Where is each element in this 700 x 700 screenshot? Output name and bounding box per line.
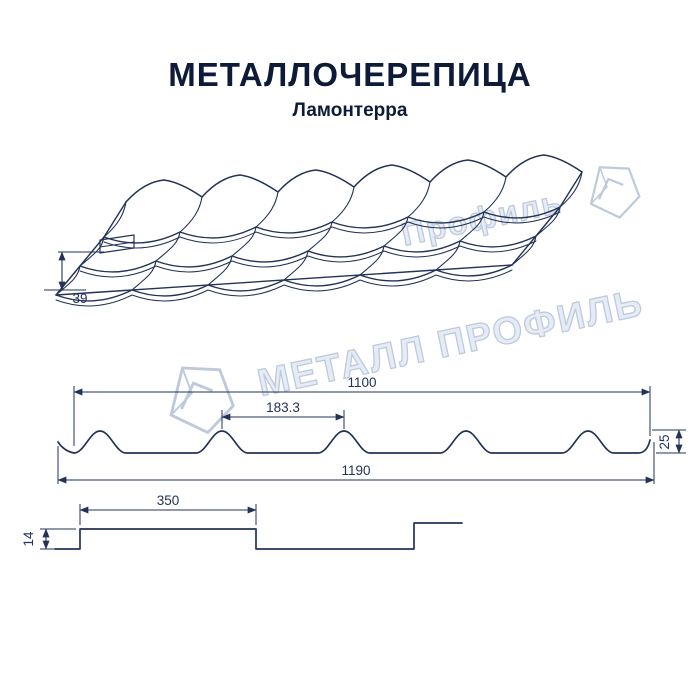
- tile-sheet-line: [103, 201, 127, 238]
- step-profile-path: [54, 522, 463, 550]
- tile-sheet-line: [103, 211, 561, 249]
- tile-sheet-line: [207, 255, 233, 286]
- tile-sheet-line: [179, 196, 203, 233]
- tile-sheet-line: [435, 240, 461, 271]
- tile-sheet-line: [155, 231, 181, 262]
- perspective-view: 39: [44, 154, 583, 307]
- tile-sheet-line: [79, 240, 537, 278]
- tile-sheet-line: [55, 265, 81, 296]
- tile-sheet-line: [103, 206, 561, 244]
- cross-section-profile-path: [57, 430, 651, 454]
- cross-section: 1100 183.3 25 1190: [57, 375, 686, 484]
- tile-sheet-line: [283, 250, 309, 281]
- tile-sheet-line: [55, 201, 127, 296]
- dimension-label-39: 39: [72, 291, 87, 306]
- tile-sheet-line: [511, 171, 583, 266]
- tile-sheet-line: [307, 221, 333, 252]
- tile-sheet-line: [511, 235, 537, 266]
- dimension-label-350: 350: [157, 493, 180, 508]
- page-title: МЕТАЛЛОЧЕРЕПИЦА: [168, 56, 532, 93]
- tile-sheet-line: [131, 260, 157, 291]
- tile-sheet-line: [55, 269, 513, 307]
- dimension-label-1190: 1190: [341, 463, 370, 478]
- tile-sheet-paths: [55, 154, 583, 307]
- tile-sheet-line: [99, 234, 135, 254]
- tile-sheet-line: [125, 154, 583, 203]
- tile-sheet-line: [535, 206, 561, 237]
- overlap-profile: 350 14: [21, 493, 463, 550]
- dimension-label-183-3: 183.3: [266, 400, 300, 415]
- tile-sheet-line: [407, 181, 431, 218]
- tile-sheet-line: [255, 191, 279, 228]
- page-subtitle: Ламонтерра: [292, 100, 408, 121]
- tile-sheet-line: [331, 186, 355, 223]
- dimension-label-1100: 1100: [347, 375, 376, 390]
- tile-sheet-line: [459, 211, 485, 242]
- tile-sheet-line: [559, 171, 583, 208]
- dimension-label-25: 25: [657, 434, 672, 449]
- dimension-label-14: 14: [21, 531, 36, 547]
- tile-sheet-line: [231, 226, 257, 257]
- tile-sheet-line: [383, 216, 409, 247]
- tile-sheet-line: [483, 176, 507, 213]
- tile-sheet-line: [99, 241, 135, 248]
- tile-sheet-line: [359, 245, 385, 276]
